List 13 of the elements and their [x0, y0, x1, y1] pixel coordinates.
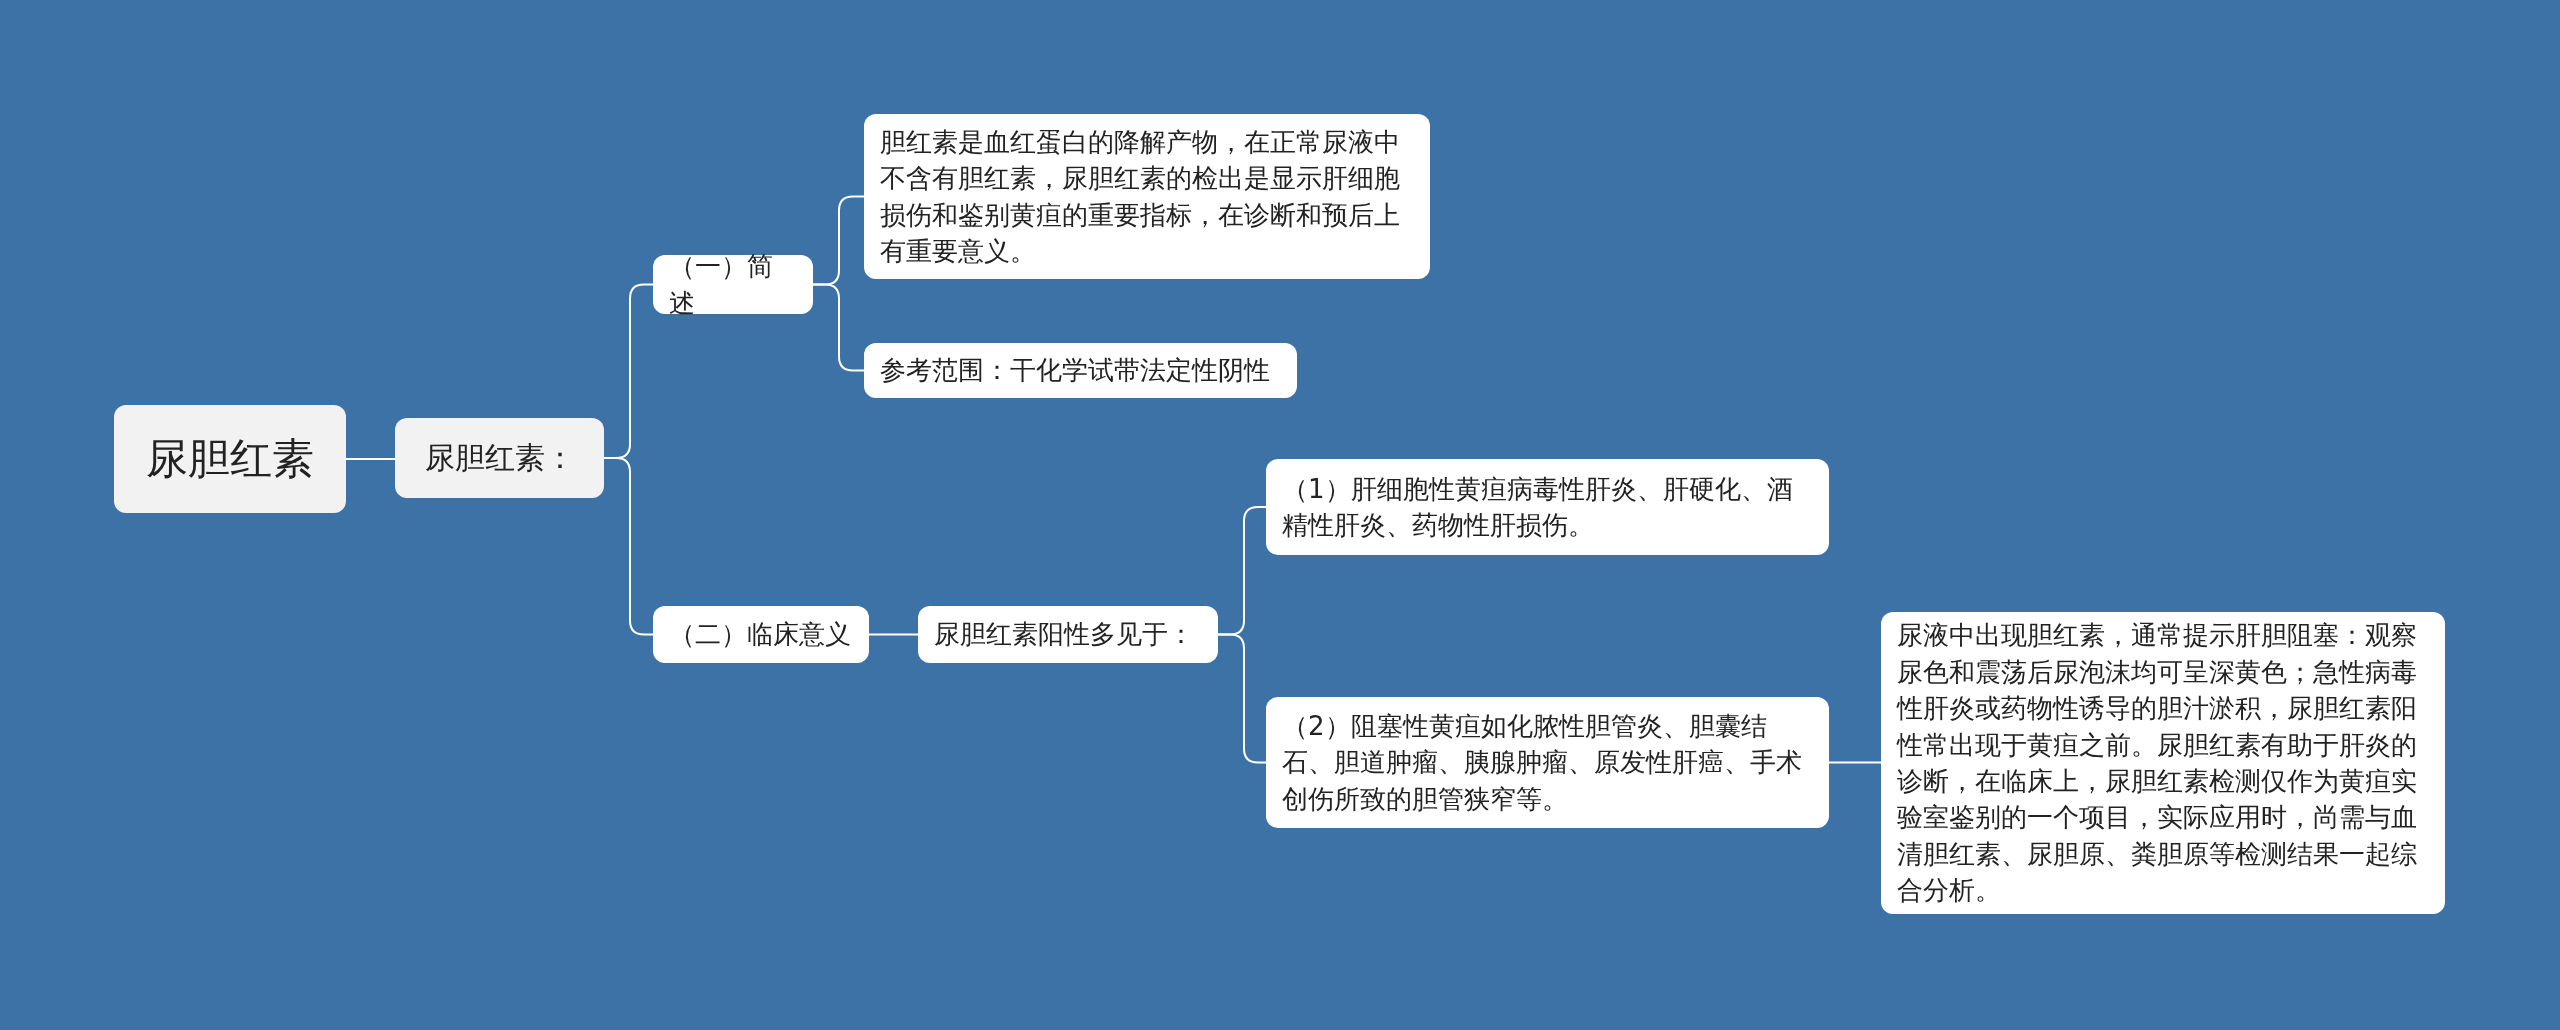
title-box: 尿胆红素 — [114, 405, 346, 513]
branch-box: （一）简述 — [653, 255, 813, 314]
text-box: （2）阻塞性黄疸如化脓性胆管炎、胆囊结石、胆道肿瘤、胰腺肿瘤、原发性肝癌、手术创伤所致的胆管狭窄等。 — [1266, 697, 1829, 828]
branch-box: （二）临床意义 — [653, 606, 869, 663]
topic-box: 尿胆红素： — [395, 418, 604, 498]
branch-box: 尿胆红素阳性多见于： — [918, 606, 1218, 663]
connector-line — [868, 633, 919, 636]
text-box: （1）肝细胞性黄疸病毒性肝炎、肝硬化、酒精性肝炎、药物性肝损伤。 — [1266, 459, 1829, 555]
connector-line — [1828, 761, 1882, 764]
text-box: 尿液中出现胆红素，通常提示肝胆阻塞：观察尿色和震荡后尿泡沫均可呈深黄色；急性病毒性肝炎或药物性诱导的胆汁淤积，尿胆红素阳性常出现于黄疸之前。尿胆红素有助于肝炎的诊断，在临床上，尿胆红素检测仅作为黄疸实验室鉴别的一个项目，实际应用时，尚需与血清胆红素、尿胆原、粪胆原等检测结果一起综合分析。 — [1881, 612, 2445, 914]
connector-line — [345, 458, 396, 460]
text-box: 胆红素是血红蛋白的降解产物，在正常尿液中不含有胆红素，尿胆红素的检出是显示肝细胞损伤和鉴别黄疸的重要指标，在诊断和预后上有重要意义。 — [864, 114, 1430, 279]
text-box: 参考范围：干化学试带法定性阴性 — [864, 343, 1297, 398]
